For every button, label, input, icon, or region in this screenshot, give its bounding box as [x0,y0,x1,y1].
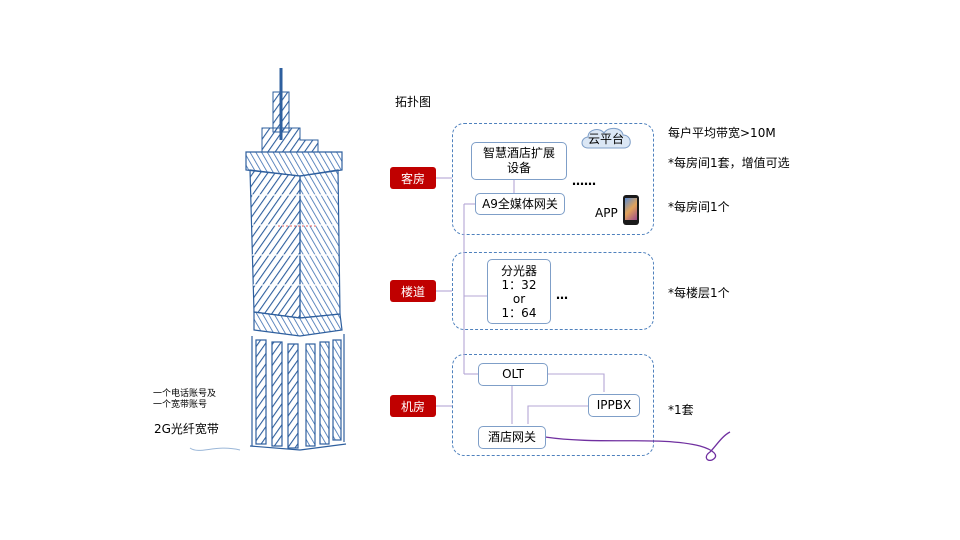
app-label: APP [595,206,618,220]
note-per-floor: *每楼层1个 [668,286,730,300]
ext-device-line2: 设备 [506,161,531,175]
hotel-gateway-box: 酒店网关 [478,426,546,449]
dots-corridor: … [556,288,568,302]
zone-corridor [452,252,654,330]
ippbx-box: IPPBX [588,394,640,417]
cloud-icon [581,127,631,149]
dots-room: …… [572,174,596,188]
ext-device-line1: 智慧酒店扩展 [482,146,555,160]
splitter-line2: 1：32 [501,277,537,292]
phone-icon [623,195,639,225]
tag-corridor: 楼道 [390,280,436,302]
splitter-line1: 分光器 [500,263,537,278]
phone-screen [625,198,637,220]
note-bandwidth: 每户平均带宽>10M [668,126,776,140]
ext-device-box: 智慧酒店扩展 设备 [471,142,567,180]
note-per-room-set: *每房间1套，增值可选 [668,156,790,170]
gateway-box: A9全媒体网关 [475,193,565,215]
splitter-box: 分光器 1：32 or 1：64 [487,259,551,324]
tag-room: 客房 [390,167,436,189]
zone-room [452,123,654,235]
account-label-line2: 一个宽带账号 [153,400,208,410]
fiber-label: 2G光纤宽带 [154,422,219,436]
zone-machine-room [452,354,654,456]
account-label-line1: 一个电话账号及 [153,389,217,399]
cloud-platform: 云平台 [578,124,634,152]
note-one-set: *1套 [668,403,694,417]
tag-machine-room: 机房 [390,395,436,417]
splitter-line4: 1：64 [501,305,537,320]
note-per-room-one: *每房间1个 [668,200,730,214]
cloud-label: 云平台 [587,132,624,146]
splitter-line3: or [512,291,526,306]
olt-box: OLT [478,363,548,386]
page-title: 拓扑图 [395,95,432,109]
